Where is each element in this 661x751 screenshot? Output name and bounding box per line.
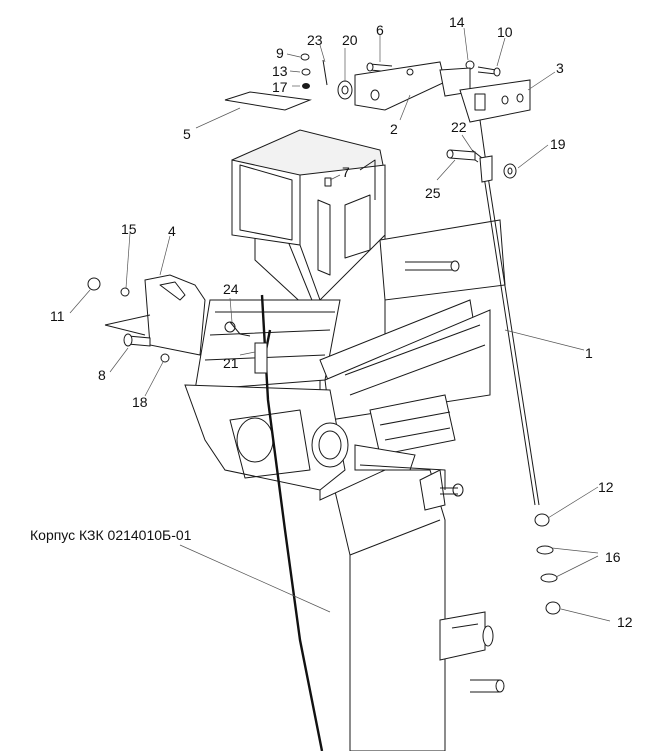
callout-11: 11 [50,308,65,324]
callout-7: 7 [342,164,350,180]
callout-13: 13 [272,63,288,79]
left-bracket-part-4 [87,274,268,374]
rod-nuts-and-washers [534,513,561,615]
callout-23: 23 [307,32,323,48]
callout-12b: 12 [617,614,633,630]
callout-9: 9 [276,45,284,61]
housing-body [184,129,506,751]
callout-3: 3 [556,60,564,76]
callout-10: 10 [497,24,513,40]
top-fasteners [224,53,531,183]
callout-16: 16 [605,549,621,565]
callout-15: 15 [121,221,137,237]
callout-4: 4 [168,223,176,239]
leader-lines [69,27,611,622]
callout-2: 2 [390,121,398,137]
callout-20: 20 [342,32,358,48]
callout-22: 22 [451,119,467,135]
callout-17: 17 [272,79,288,95]
callout-6: 6 [376,22,384,38]
callout-21: 21 [223,355,239,371]
housing-caption: Корпус КЗК 0214010Б-01 [30,527,192,543]
callout-8: 8 [98,367,106,383]
callout-19: 19 [550,136,566,152]
callout-24: 24 [223,281,239,297]
callout-1: 1 [585,345,593,361]
callout-18: 18 [132,394,148,410]
callout-5: 5 [183,126,191,142]
callout-numbers: 1 2 3 4 5 6 7 8 9 10 11 12 12 13 14 15 1… [50,14,633,630]
callout-14: 14 [449,14,465,30]
callout-25: 25 [425,185,441,201]
callout-12a: 12 [598,479,614,495]
